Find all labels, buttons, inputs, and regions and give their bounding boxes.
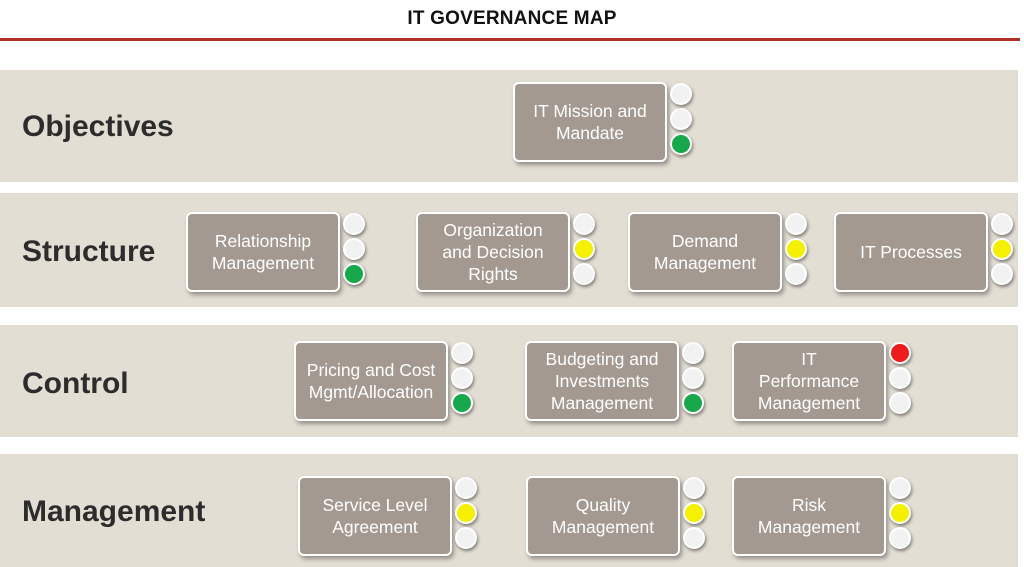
status-light-3 <box>573 263 595 285</box>
card-it-mission[interactable]: IT Mission and Mandate <box>513 82 695 162</box>
status-light-1 <box>451 342 473 364</box>
status-lights <box>886 341 914 416</box>
status-light-2 <box>451 367 473 389</box>
card-demand-management[interactable]: Demand Management <box>628 212 810 292</box>
card-label: Quality Management <box>551 495 655 537</box>
card-label: IT Mission and Mandate <box>533 101 647 143</box>
card-budgeting-investments[interactable]: Budgeting and Investments Management <box>525 341 707 421</box>
status-light-3 <box>455 527 477 549</box>
status-light-3 <box>683 527 705 549</box>
card-risk-management[interactable]: Risk Management <box>732 476 914 556</box>
page-title: IT GOVERNANCE MAP <box>407 8 617 29</box>
status-lights <box>679 341 707 416</box>
status-lights <box>782 212 810 287</box>
card-box: Quality Management <box>526 476 680 556</box>
band-label-structure: Structure <box>22 235 156 268</box>
card-box: IT Processes <box>834 212 988 292</box>
card-box: Demand Management <box>628 212 782 292</box>
status-light-3 <box>451 392 473 414</box>
card-label: Service Level Agreement <box>322 495 428 537</box>
status-light-1 <box>670 83 692 105</box>
status-light-2 <box>343 238 365 260</box>
status-light-1 <box>682 342 704 364</box>
card-box: Budgeting and Investments Management <box>525 341 679 421</box>
card-service-level-agreement[interactable]: Service Level Agreement <box>298 476 480 556</box>
card-box: Relationship Management <box>186 212 340 292</box>
card-pricing-cost[interactable]: Pricing and Cost Mgmt/Allocation <box>294 341 476 421</box>
status-light-1 <box>343 213 365 235</box>
card-box: Pricing and Cost Mgmt/Allocation <box>294 341 448 421</box>
card-box: IT Mission and Mandate <box>513 82 667 162</box>
card-relationship-management[interactable]: Relationship Management <box>186 212 368 292</box>
status-lights <box>667 82 695 157</box>
status-light-1 <box>991 213 1013 235</box>
band-label-management: Management <box>22 495 206 528</box>
band-label-control: Control <box>22 367 129 400</box>
status-lights <box>570 212 598 287</box>
title-rule <box>0 38 1020 41</box>
card-quality-management[interactable]: Quality Management <box>526 476 708 556</box>
card-box: Organization and Decision Rights <box>416 212 570 292</box>
card-label: Demand Management <box>653 231 757 273</box>
status-light-3 <box>889 527 911 549</box>
status-light-2 <box>889 502 911 524</box>
status-light-2 <box>455 502 477 524</box>
status-lights <box>886 476 914 551</box>
card-box: IT Performance Management <box>732 341 886 421</box>
status-light-1 <box>683 477 705 499</box>
card-box: Service Level Agreement <box>298 476 452 556</box>
status-light-2 <box>682 367 704 389</box>
status-light-2 <box>573 238 595 260</box>
status-lights <box>448 341 476 416</box>
status-light-1 <box>573 213 595 235</box>
card-label: Pricing and Cost Mgmt/Allocation <box>306 360 436 402</box>
band-objectives: Objectives <box>0 70 1018 182</box>
status-light-2 <box>889 367 911 389</box>
status-lights <box>680 476 708 551</box>
card-label: Relationship Management <box>211 231 315 273</box>
status-light-2 <box>785 238 807 260</box>
status-lights <box>340 212 368 287</box>
status-light-2 <box>991 238 1013 260</box>
card-box: Risk Management <box>732 476 886 556</box>
status-light-1 <box>889 342 911 364</box>
status-light-1 <box>785 213 807 235</box>
card-label: IT Processes <box>860 242 962 262</box>
status-light-3 <box>343 263 365 285</box>
status-lights <box>988 212 1016 287</box>
status-light-3 <box>785 263 807 285</box>
card-it-performance[interactable]: IT Performance Management <box>732 341 914 421</box>
status-light-2 <box>670 108 692 130</box>
card-label: IT Performance Management <box>757 349 861 413</box>
card-organization-decision-rights[interactable]: Organization and Decision Rights <box>416 212 598 292</box>
card-label: Risk Management <box>757 495 861 537</box>
status-light-3 <box>670 133 692 155</box>
status-light-1 <box>455 477 477 499</box>
status-light-3 <box>682 392 704 414</box>
card-label: Organization and Decision Rights <box>442 220 544 284</box>
status-lights <box>452 476 480 551</box>
band-label-objectives: Objectives <box>22 110 174 143</box>
card-label: Budgeting and Investments Management <box>545 349 659 413</box>
status-light-3 <box>991 263 1013 285</box>
status-light-1 <box>889 477 911 499</box>
card-it-processes[interactable]: IT Processes <box>834 212 1016 292</box>
status-light-2 <box>683 502 705 524</box>
status-light-3 <box>889 392 911 414</box>
